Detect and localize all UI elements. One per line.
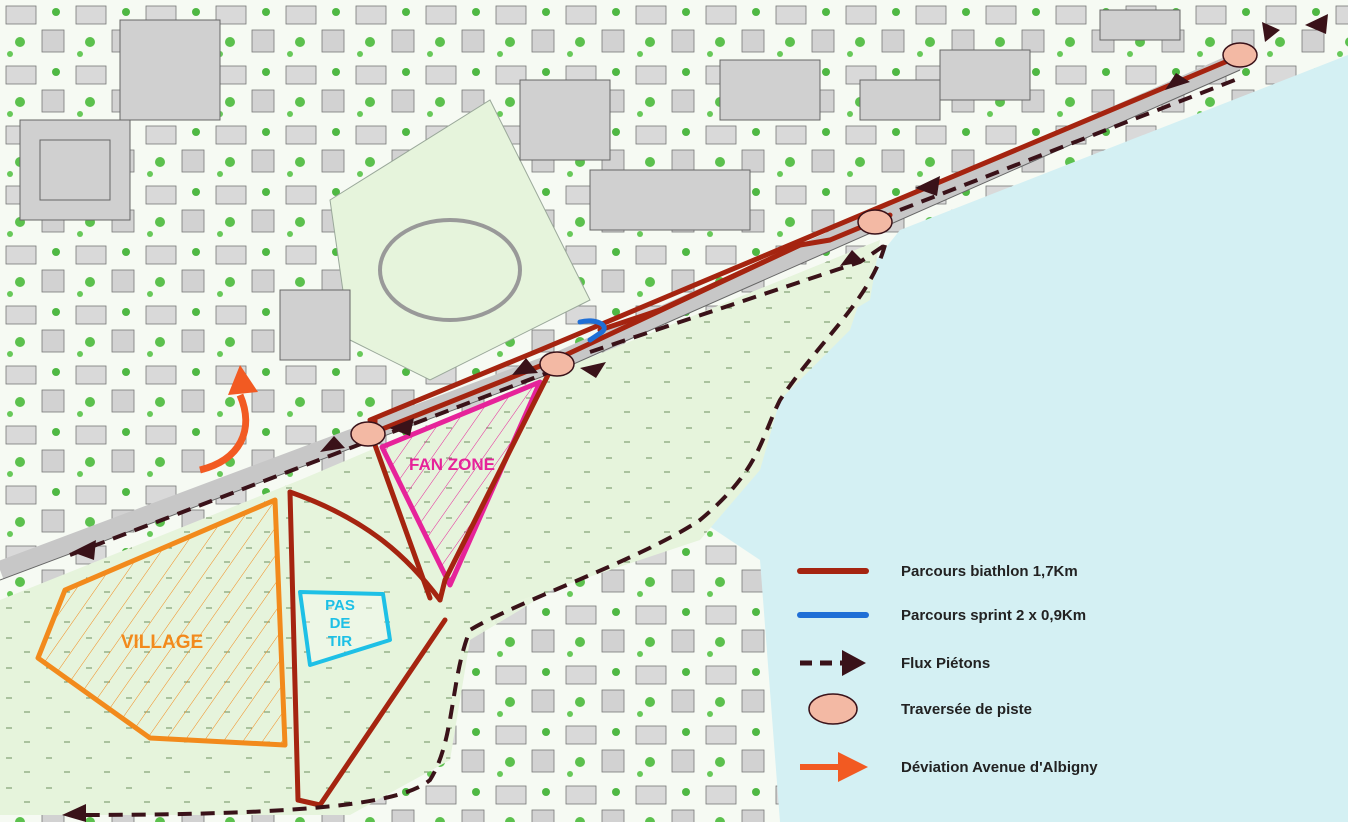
pas-de-tir-zone [298, 590, 392, 667]
garden-oval-path [378, 218, 522, 322]
legend-item-pedestrian: Flux Piétons [800, 650, 990, 676]
legend-item-biathlon: Parcours biathlon 1,7Km [797, 563, 1078, 580]
sprint-course [577, 318, 607, 343]
dashed-arrow-icon [842, 650, 866, 676]
pedestrian-arrows [62, 14, 1328, 822]
legend-label-crossing: Traversée de piste [901, 701, 1032, 718]
legend-label-deviation: Déviation Avenue d'Albigny [901, 759, 1098, 776]
deviation-route [199, 393, 250, 474]
buildings [19, 9, 1181, 361]
village-zone [35, 497, 288, 748]
track-crossings [350, 42, 1258, 447]
pas-de-tir-label-1: PAS [325, 597, 355, 614]
legend-label-biathlon: Parcours biathlon 1,7Km [901, 563, 1078, 580]
legend-label-sprint: Parcours sprint 2 x 0,9Km [901, 607, 1086, 624]
pas-de-tir-label-3: TIR [328, 633, 352, 650]
fan-zone-label: FAN ZONE [409, 455, 495, 474]
legend-item-sprint: Parcours sprint 2 x 0,9Km [797, 607, 1086, 624]
orange-arrow-icon [838, 752, 868, 782]
lake [700, 55, 1348, 822]
legend-item-deviation: Déviation Avenue d'Albigny [800, 752, 1098, 782]
crossing-ellipse-icon [808, 693, 858, 725]
legend-label-pedestrian: Flux Piétons [901, 655, 990, 672]
pas-de-tir-label-2: DE [330, 615, 351, 632]
park-lawn-east [450, 240, 880, 640]
deviation-arrowhead [228, 365, 258, 395]
legend-item-crossing: Traversée de piste [808, 693, 1032, 725]
biathlon-course [287, 57, 1233, 808]
legend: Parcours biathlon 1,7Km Parcours sprint … [797, 563, 1098, 782]
village-label: VILLAGE [121, 632, 203, 653]
